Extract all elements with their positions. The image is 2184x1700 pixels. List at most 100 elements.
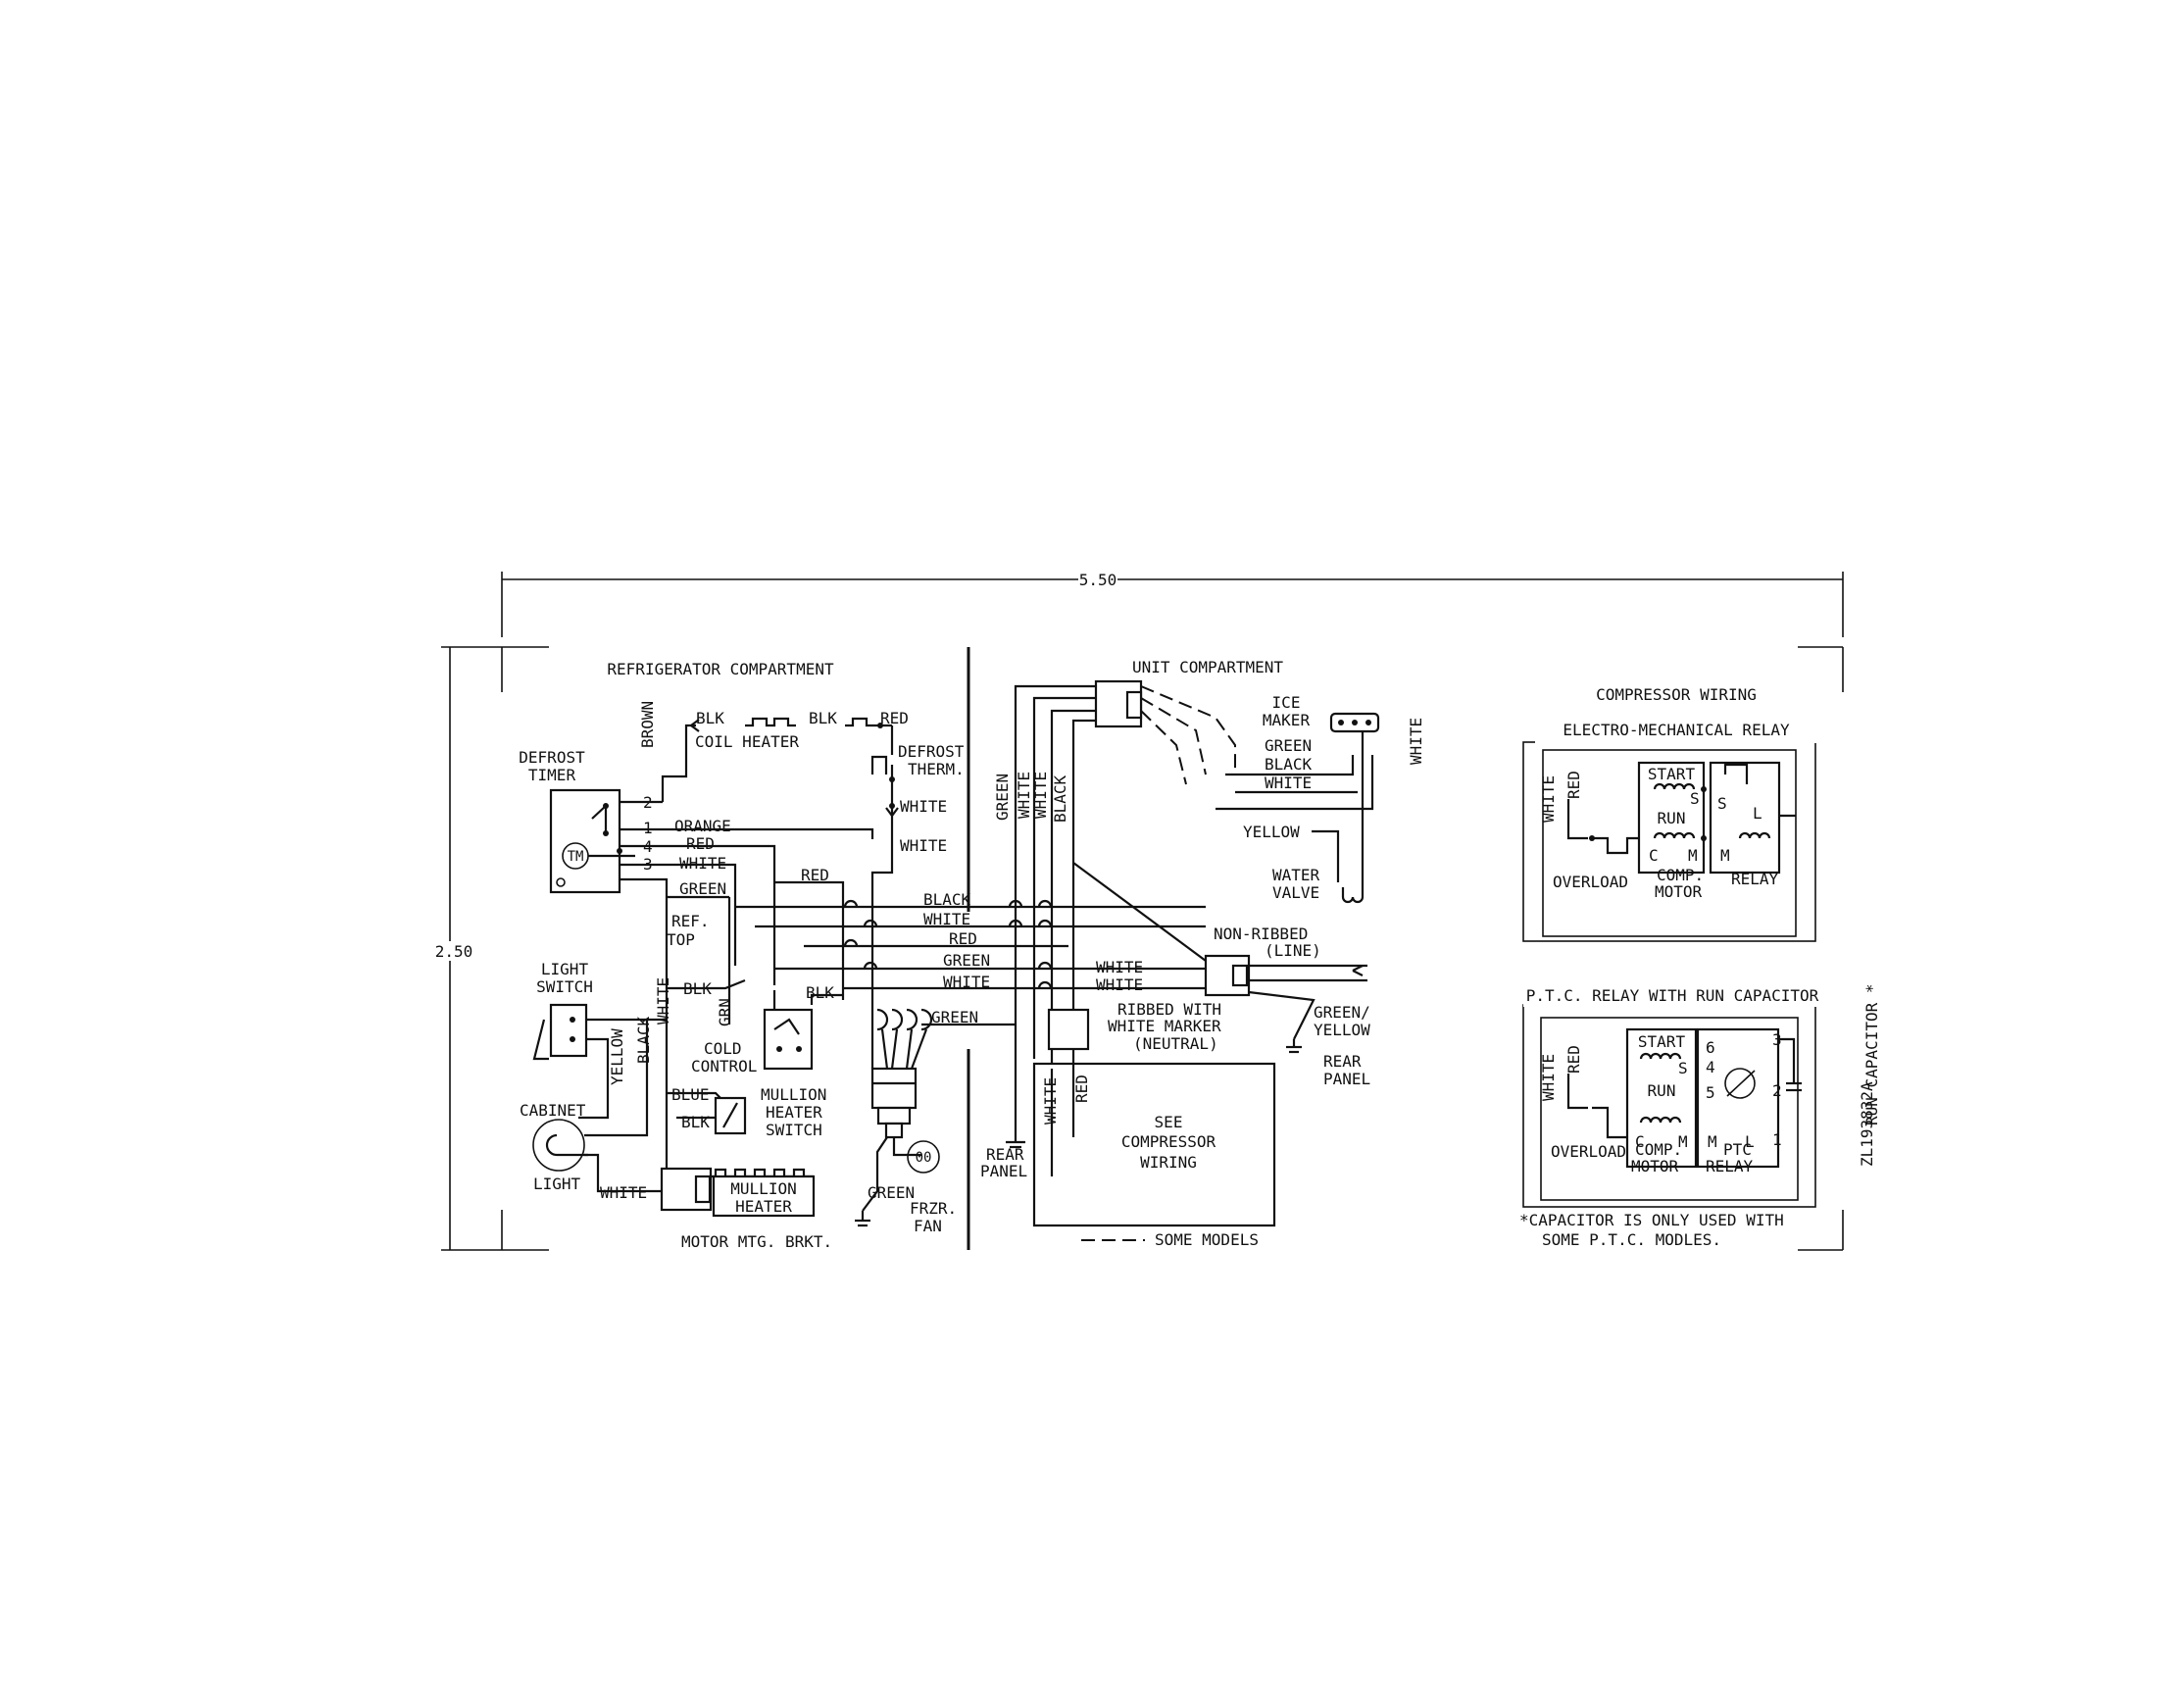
- white-vertical-label-left: WHITE: [654, 977, 672, 1025]
- svg-text:C: C: [1635, 1132, 1645, 1151]
- svg-text:BLK: BLK: [809, 709, 837, 727]
- svg-text:L: L: [1745, 1132, 1755, 1151]
- svg-text:LIGHT: LIGHT: [541, 960, 589, 978]
- red-wire-label-main2: RED: [949, 929, 977, 948]
- white-vertical-label-2: WHITE: [1031, 772, 1050, 819]
- svg-text:1: 1: [643, 819, 653, 837]
- svg-text:GRN: GRN: [716, 998, 734, 1026]
- svg-text:RUN: RUN: [1658, 809, 1686, 827]
- svg-text:TIMER: TIMER: [528, 766, 576, 784]
- svg-text:COMPRESSOR: COMPRESSOR: [1121, 1132, 1216, 1151]
- ice-maker: ICE MAKER WHITE: [1263, 693, 1425, 809]
- svg-text:TM: TM: [568, 849, 584, 865]
- ice-maker-connector: [1094, 679, 1143, 728]
- compressor-wiring-title: COMPRESSOR WIRING: [1596, 685, 1757, 704]
- svg-text:2: 2: [1772, 1081, 1782, 1100]
- freezer-fan-connector: [870, 1067, 918, 1139]
- svg-text:WHITE: WHITE: [900, 836, 947, 855]
- green-vertical-label: GREEN: [993, 774, 1012, 821]
- svg-text:(NEUTRAL): (NEUTRAL): [1133, 1034, 1218, 1053]
- svg-text:ICE: ICE: [1272, 693, 1301, 712]
- svg-text:WHITE: WHITE: [1041, 1077, 1060, 1125]
- svg-text:VALVE: VALVE: [1272, 883, 1319, 902]
- line-cord-connector: [1204, 954, 1251, 997]
- dim-width-label: 5.50: [1079, 571, 1117, 589]
- freezer-fan: 00 FRZR. FAN: [907, 1140, 957, 1235]
- green-wire-label-main: GREEN: [679, 879, 726, 898]
- non-ribbed-label: NON-RIBBED: [1214, 925, 1308, 943]
- yellow-vertical-label: YELLOW: [608, 1028, 626, 1085]
- white-wire-label-light: WHITE: [600, 1183, 647, 1202]
- svg-text:CABINET: CABINET: [520, 1101, 586, 1120]
- svg-text:HEATER: HEATER: [735, 1197, 792, 1216]
- svg-text:M: M: [1688, 846, 1698, 865]
- footnote-line1: *CAPACITOR IS ONLY USED WITH: [1519, 1211, 1784, 1229]
- svg-text:COMP.: COMP.: [1657, 866, 1704, 884]
- svg-text:WHITE: WHITE: [1539, 1054, 1558, 1101]
- svg-text:PANEL: PANEL: [980, 1162, 1027, 1180]
- svg-text:FAN: FAN: [914, 1217, 942, 1235]
- svg-text:START: START: [1648, 765, 1696, 783]
- svg-text:MULLION: MULLION: [730, 1179, 796, 1198]
- blue-wire-label: BLUE: [671, 1085, 710, 1104]
- ptc-relay-panel: P.T.C. RELAY WITH RUN CAPACITOR WHITE RE…: [1522, 983, 1881, 1208]
- svg-text:S: S: [1690, 789, 1700, 808]
- svg-text:DEFROST: DEFROST: [898, 742, 965, 761]
- svg-text:THERM.: THERM.: [908, 760, 965, 778]
- svg-text:FRZR.: FRZR.: [910, 1199, 957, 1218]
- svg-text:C: C: [1649, 846, 1659, 865]
- svg-text:MAKER: MAKER: [1263, 711, 1311, 729]
- svg-text:BLK: BLK: [681, 1113, 710, 1131]
- mullion-heater: MULLION HEATER: [660, 1167, 816, 1218]
- ref-top-label: REF.: [671, 912, 710, 930]
- svg-text:MOTOR: MOTOR: [1631, 1157, 1679, 1175]
- compressor-connector: [1047, 1008, 1090, 1051]
- svg-text:RED: RED: [1564, 771, 1583, 799]
- green-wire-label-ground: GREEN: [868, 1183, 915, 1202]
- defrost-thermostat: DEFROST THERM. WHITE WHITE: [870, 725, 965, 855]
- light-switch[interactable]: LIGHT SWITCH: [532, 960, 593, 1061]
- yellow-wire-label: YELLOW: [1243, 823, 1300, 841]
- svg-text:CONTROL: CONTROL: [691, 1057, 757, 1075]
- svg-text:COMP.: COMP.: [1635, 1140, 1682, 1159]
- refrigerator-compartment-title: REFRIGERATOR COMPARTMENT: [607, 660, 834, 678]
- svg-text:LIGHT: LIGHT: [533, 1175, 581, 1193]
- red-wire-label-timer: RED: [686, 834, 715, 853]
- svg-text:RELAY: RELAY: [1706, 1157, 1754, 1175]
- mullion-heater-switch[interactable]: MULLION HEATER SWITCH: [714, 1085, 826, 1139]
- white-vertical-label: WHITE: [1015, 772, 1033, 819]
- svg-text:WATER: WATER: [1272, 866, 1320, 884]
- svg-text:RED: RED: [1564, 1045, 1583, 1074]
- black-vertical-label-left: BLACK: [634, 1016, 653, 1064]
- white-wire-label-main2: WHITE: [943, 973, 990, 991]
- svg-text:3: 3: [1772, 1030, 1782, 1049]
- svg-text:WIRING: WIRING: [1140, 1153, 1197, 1172]
- svg-text:OVERLOAD: OVERLOAD: [1551, 1142, 1626, 1161]
- green-wire-label-main2: GREEN: [943, 951, 990, 970]
- svg-text:MULLION: MULLION: [761, 1085, 826, 1104]
- cold-control[interactable]: COLD CONTROL: [691, 1008, 814, 1075]
- svg-text:OVERLOAD: OVERLOAD: [1553, 873, 1628, 891]
- brown-wire-label: BROWN: [638, 701, 657, 748]
- svg-text:00: 00: [916, 1150, 932, 1166]
- em-relay-title: ELECTRO-MECHANICAL RELAY: [1563, 721, 1790, 739]
- svg-text:WHITE: WHITE: [1407, 718, 1425, 765]
- svg-text:PANEL: PANEL: [1323, 1070, 1370, 1088]
- dimension-width: 5.50: [501, 569, 1844, 637]
- white-wire-label-main: WHITE: [923, 910, 970, 928]
- svg-text:5: 5: [1706, 1083, 1715, 1102]
- ptc-relay-title: P.T.C. RELAY WITH RUN CAPACITOR: [1526, 986, 1819, 1005]
- svg-text:SWITCH: SWITCH: [766, 1121, 822, 1139]
- white-wire-label-timer: WHITE: [679, 854, 726, 873]
- svg-text:L: L: [1753, 804, 1762, 823]
- svg-text:RELAY: RELAY: [1731, 870, 1779, 888]
- svg-text:S: S: [1717, 794, 1727, 813]
- svg-text:GREEN: GREEN: [1265, 736, 1312, 755]
- line-label: (LINE): [1265, 941, 1321, 960]
- svg-text:WHITE MARKER: WHITE MARKER: [1108, 1017, 1221, 1035]
- dimension-height: 2.50: [431, 646, 549, 1251]
- footnote-line2: SOME P.T.C. MODLES.: [1542, 1230, 1721, 1249]
- svg-text:COIL HEATER: COIL HEATER: [695, 732, 799, 751]
- svg-text:M: M: [1678, 1132, 1688, 1151]
- defrost-timer: DEFROST TIMER TM 2 1 4 3: [519, 748, 653, 894]
